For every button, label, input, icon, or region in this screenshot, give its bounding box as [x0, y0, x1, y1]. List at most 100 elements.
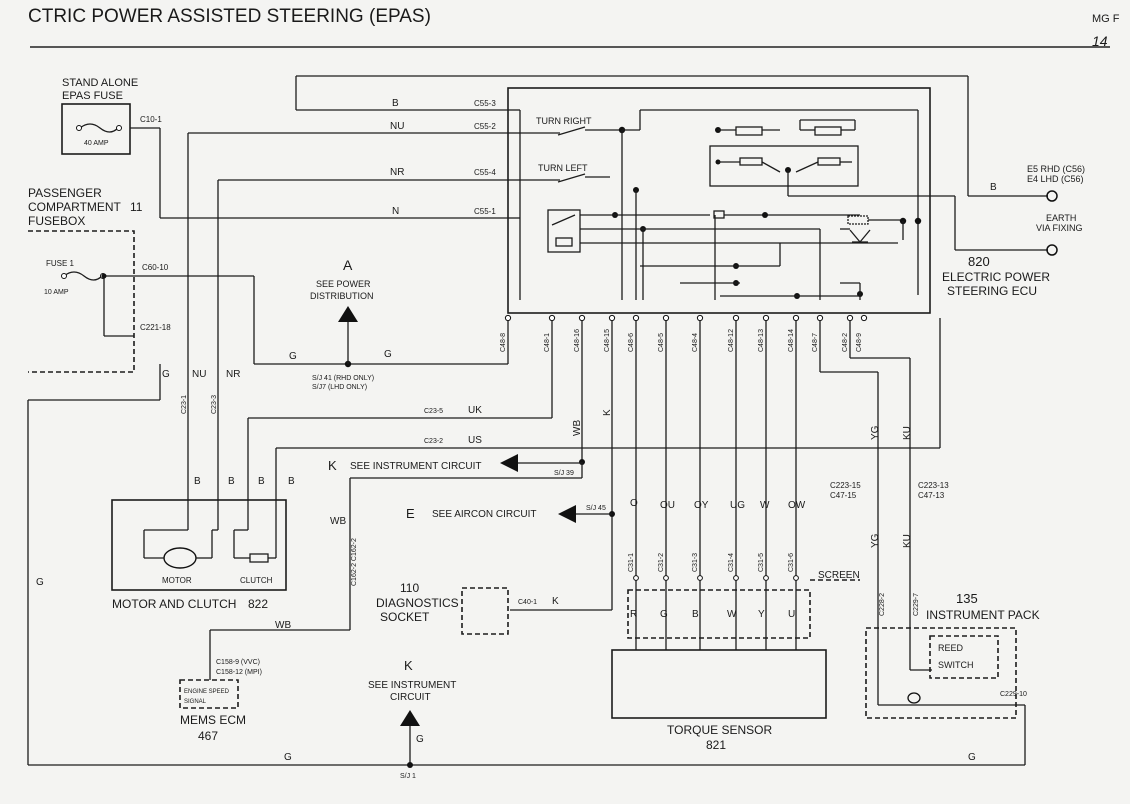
conn-c47-15: C47-15: [830, 491, 857, 500]
w-wire-label: W: [760, 500, 770, 511]
inst2-ref-line2: CIRCUIT: [390, 692, 431, 703]
power-ref-line1: SEE POWER: [316, 279, 371, 289]
oy-wire-label: OY: [694, 500, 709, 511]
ecu-pin-terminal: [662, 314, 670, 322]
ecu-pin-terminal: [846, 314, 854, 322]
ecu-pin-terminal: [696, 314, 704, 322]
ecu-pin-label: C48-9: [856, 333, 863, 352]
aircon-ref-letter: E: [406, 506, 415, 521]
earth-fixing-icon: [1046, 244, 1058, 256]
conn-c55-4: C55-4: [474, 168, 496, 177]
ecu-pin-terminal: [860, 314, 868, 322]
ecu-pin-terminal: [578, 314, 586, 322]
aircon-ref-text: SEE AIRCON CIRCUIT: [432, 509, 536, 520]
ecu-pin-label: C48-1: [544, 333, 551, 352]
earth-location-2: E4 LHD (C56): [1027, 174, 1084, 184]
yg-wire-label-2: YG: [870, 533, 881, 548]
inst2-arrow-icon: [400, 710, 420, 726]
motor-clutch-box: [111, 499, 287, 591]
ecu-pin-terminal: [632, 314, 640, 322]
motor-clutch-title: MOTOR AND CLUTCH: [112, 597, 236, 611]
motor-icon: [163, 547, 197, 569]
conn-c158-9: C158-9 (VVC): [216, 659, 260, 666]
c31-pin-label: C31-5: [758, 553, 765, 572]
splice-sj45: S/J 45: [586, 505, 606, 512]
ecu-pin-terminal: [732, 314, 740, 322]
mems-signal-1: ENGINE SPEED: [184, 689, 230, 695]
ecu-pin-terminal: [548, 314, 556, 322]
conn-c40-1: C40-1: [518, 599, 537, 606]
mems-signal-2: SIGNAL: [184, 699, 207, 705]
turn-left-label: TURN LEFT: [538, 163, 588, 173]
conn-c229-7: C229-7: [913, 593, 920, 616]
motor-b-wire-2: B: [228, 476, 235, 487]
c31-pin-terminal: [763, 575, 769, 581]
pcf-number: 11: [130, 200, 143, 214]
torque-title: TORQUE SENSOR: [667, 723, 772, 737]
screen-label: SCREEN: [818, 570, 860, 581]
page-number: 14: [1092, 33, 1108, 49]
g-wire-label-3: G: [162, 369, 170, 380]
instrument-pack-box: [865, 627, 1017, 719]
c31-pin-label: C31-4: [728, 553, 735, 572]
earth-wire-color: B: [990, 182, 997, 193]
ecu-pin-terminal: [504, 314, 512, 322]
ecu-number: 820: [968, 254, 990, 269]
brand-label: MG F: [1092, 13, 1120, 25]
conn-c158-12: C158-12 (MPI): [216, 669, 262, 676]
ecu-pin-label: C48-2: [842, 333, 849, 352]
c31-pin-label: C31-3: [692, 553, 699, 572]
diagnostics-socket-box: [461, 587, 509, 635]
epas-fuse-rating: 40 AMP: [84, 140, 109, 147]
g-wire-label-1: G: [289, 351, 297, 362]
epas-fuse-title-2: EPAS FUSE: [62, 90, 123, 102]
fuse1-label: FUSE 1: [46, 259, 75, 268]
ecu-pin-label: C48-7: [812, 333, 819, 352]
g-wire-label-4: G: [36, 577, 44, 588]
wb-wire-label-3: WB: [275, 620, 291, 631]
screen-pin-u: U: [788, 609, 795, 620]
epas-fuse-title-1: STAND ALONE: [62, 77, 138, 89]
conn-c23-1: C23-1: [181, 395, 188, 414]
inst-ref-letter: K: [328, 458, 337, 473]
mems-number: 467: [198, 729, 218, 743]
conn-c223-13: C223-13: [918, 481, 949, 490]
fuse1-rating: 10 AMP: [44, 289, 69, 296]
diag-title-2: SOCKET: [380, 610, 430, 624]
g-wire-label-7: G: [416, 734, 424, 745]
ecu-pin-label: C48-12: [728, 329, 735, 352]
reed-label-1: REED: [938, 643, 964, 653]
ecu-internal-circuit: [508, 109, 1040, 300]
ecu-pin-label: C48-4: [692, 333, 699, 352]
ecu-title-1: ELECTRIC POWER: [942, 270, 1050, 284]
conn-c10-1: C10-1: [140, 115, 162, 124]
wire-c55-2-color: NU: [390, 121, 404, 132]
earth-label-2: VIA FIXING: [1036, 223, 1083, 233]
splice-sj39: S/J 39: [554, 470, 574, 477]
earth-point-icon: [1046, 190, 1058, 202]
conn-c229-10: C229-10: [1000, 691, 1027, 698]
reed-label-2: SWITCH: [938, 660, 974, 670]
warning-lamp-icon: [907, 692, 921, 704]
screen-pin-g: G: [660, 609, 668, 620]
motor-label: MOTOR: [162, 576, 192, 585]
yg-wire-label-1: YG: [870, 425, 881, 440]
inst2-ref-letter: K: [404, 658, 413, 673]
motor-b-wire-4: B: [288, 476, 295, 487]
conn-c223-15: C223-15: [830, 481, 861, 490]
motor-clutch-number: 822: [248, 597, 268, 611]
mems-title: MEMS ECM: [180, 713, 246, 727]
g-wire-label-5: G: [284, 752, 292, 763]
c31-pin-terminal: [633, 575, 639, 581]
conn-c23-5: C23-5: [424, 408, 443, 415]
wire-c55-4-color: NR: [390, 167, 404, 178]
wb-wire-label-2: WB: [330, 516, 346, 527]
conn-c55-3: C55-3: [474, 99, 496, 108]
ku-wire-label-1: KU: [902, 426, 913, 440]
ecu-pin-terminal: [816, 314, 824, 322]
k-wire-label-2: K: [552, 596, 559, 607]
ecu-input-wires: [160, 75, 1040, 219]
nr-wire-label: NR: [226, 369, 240, 380]
ecu-pin-terminal: [792, 314, 800, 322]
pcf-fusebox-outline: [28, 230, 135, 373]
